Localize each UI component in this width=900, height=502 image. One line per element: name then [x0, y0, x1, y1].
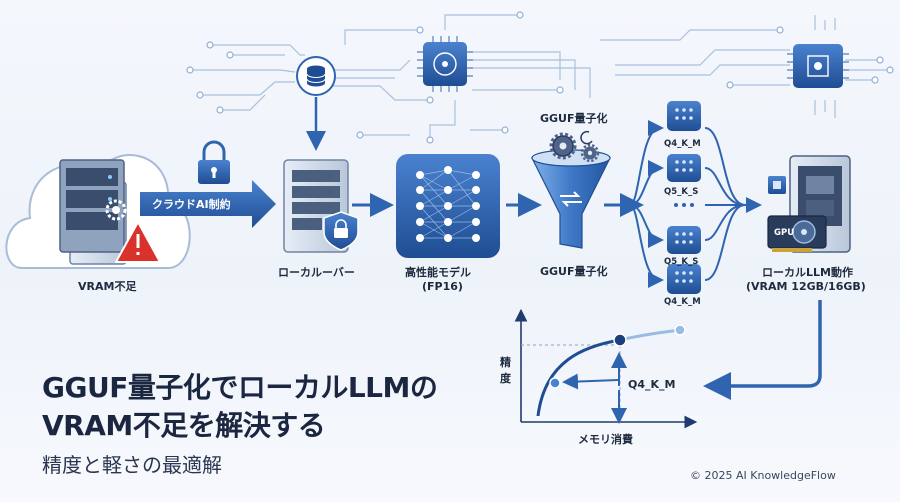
lock-icon	[198, 140, 230, 184]
circuit-traces	[190, 14, 890, 140]
pc-label-line1: ローカルLLM動作	[762, 266, 853, 279]
refresh-icon	[580, 130, 593, 145]
gear-icon	[549, 132, 600, 163]
gpu-tag: GPU	[774, 228, 795, 238]
database-icon	[296, 56, 336, 96]
warning-icon	[115, 221, 161, 263]
chip-icon	[787, 44, 849, 88]
graph-ylabel-1: 精	[500, 356, 511, 369]
page-title-line1: GGUF量子化でローカルLLMの	[42, 371, 438, 404]
quantization-funnel	[531, 149, 611, 249]
graph-xlabel: メモリ消費	[578, 433, 633, 446]
graph-ylabel-2: 度	[500, 372, 511, 385]
variant-label: Q5_K_S	[664, 257, 699, 267]
cloud-warning-label: VRAM不足	[78, 280, 137, 293]
cloud-banner-label: クラウドAI制約	[152, 198, 231, 211]
gear-icon	[105, 199, 127, 221]
funnel-top-label: GGUF量子化	[540, 112, 608, 125]
page-subtitle: 精度と軽さの最適解	[42, 453, 222, 477]
variant-label: Q5_K_S	[664, 187, 699, 197]
chip-icon	[417, 36, 473, 92]
cloud-constraint-arrow	[140, 180, 276, 228]
model-label-line1: 高性能モデル	[405, 266, 471, 279]
local-server-label: ローカルーバー	[278, 266, 355, 279]
shield-lock-icon	[323, 211, 359, 251]
copyright-text: © 2025 AI KnowledgeFlow	[690, 469, 836, 482]
page-title-line2: VRAM不足を解決する	[42, 409, 326, 442]
circuit-nodes	[186, 11, 894, 144]
model-label-line2: (FP16)	[422, 280, 463, 293]
variant-chips	[667, 101, 701, 294]
cpu-icon	[768, 176, 786, 194]
variant-label: Q4_K_M	[664, 139, 701, 149]
variant-label: Q4_K_M	[664, 297, 701, 307]
return-arrow	[703, 300, 822, 400]
pc-label-line2: (VRAM 12GB/16GB)	[746, 280, 866, 293]
graph-point-label: Q4_K_M	[628, 378, 676, 391]
pc-tower	[789, 155, 851, 253]
tradeoff-graph	[514, 308, 698, 429]
branch-lines	[629, 120, 762, 288]
funnel-bottom-label: GGUF量子化	[540, 265, 608, 278]
neural-network-icon	[396, 154, 500, 258]
gpu-icon	[767, 215, 827, 252]
